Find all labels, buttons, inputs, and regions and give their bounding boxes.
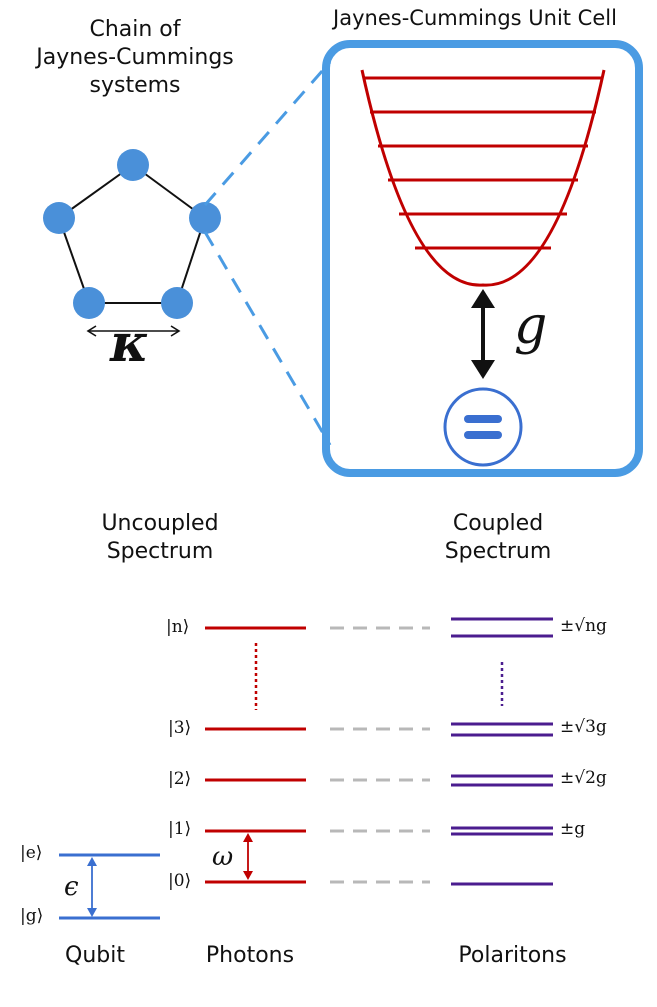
photons-caption: Photons bbox=[205, 943, 295, 968]
oscillator-potential bbox=[360, 69, 606, 287]
unit-cell-title: Jaynes-Cummings Unit Cell bbox=[333, 6, 617, 30]
kappa-label: κ bbox=[110, 313, 149, 374]
ket-2: |2⟩ bbox=[168, 769, 192, 789]
polariton-levels bbox=[451, 617, 553, 886]
chain-node-highlighted bbox=[189, 202, 221, 234]
ket-n: |n⟩ bbox=[166, 617, 190, 637]
chain-node bbox=[117, 149, 149, 181]
g-label: g bbox=[514, 296, 548, 356]
coupled-title: Coupled Spectrum bbox=[398, 510, 598, 566]
uncoupled-title-line2: Spectrum bbox=[106, 539, 214, 564]
qubit-caption: Qubit bbox=[65, 943, 125, 968]
chain-node bbox=[43, 202, 75, 234]
oscillator-levels bbox=[364, 76, 602, 250]
chain-title-line1: Chain of bbox=[89, 17, 181, 42]
ket-g: |g⟩ bbox=[20, 906, 44, 926]
chain-title-line3: systems bbox=[89, 73, 181, 98]
chain-nodes bbox=[43, 149, 221, 319]
polaritons-caption: Polaritons bbox=[458, 943, 567, 968]
pentagon-chain bbox=[58, 164, 206, 304]
split-2: ±√2g bbox=[560, 768, 607, 788]
level-connectors bbox=[330, 626, 430, 884]
photon-levels bbox=[205, 626, 306, 884]
epsilon-label: ϵ bbox=[64, 872, 79, 902]
uncoupled-title: Uncoupled Spectrum bbox=[60, 510, 260, 566]
omega-arrow bbox=[243, 833, 253, 880]
ket-1: |1⟩ bbox=[168, 819, 192, 839]
qubit-levels bbox=[59, 853, 160, 920]
coupled-title-line2: Spectrum bbox=[444, 539, 552, 564]
chain-title: Chain of Jaynes-Cummings systems bbox=[20, 16, 250, 100]
split-n: ±√ng bbox=[560, 616, 607, 636]
uncoupled-title-line1: Uncoupled bbox=[101, 511, 219, 536]
zoom-lines bbox=[203, 61, 332, 446]
chain-title-line2: Jaynes-Cummings bbox=[36, 45, 234, 70]
g-coupling-arrow bbox=[471, 289, 495, 379]
ket-3: |3⟩ bbox=[168, 718, 192, 738]
epsilon-arrow bbox=[87, 857, 97, 917]
ket-e: |e⟩ bbox=[20, 843, 43, 863]
chain-node bbox=[161, 287, 193, 319]
coupled-title-line1: Coupled bbox=[452, 511, 544, 536]
split-1: ±g bbox=[560, 819, 586, 839]
qubit-symbol bbox=[443, 387, 523, 467]
split-3: ±√3g bbox=[560, 717, 607, 737]
unit-cell-frame bbox=[322, 40, 643, 477]
kappa-arrow bbox=[86, 325, 181, 337]
ket-0: |0⟩ bbox=[168, 871, 192, 891]
chain-node bbox=[73, 287, 105, 319]
omega-label: ω bbox=[212, 842, 234, 872]
